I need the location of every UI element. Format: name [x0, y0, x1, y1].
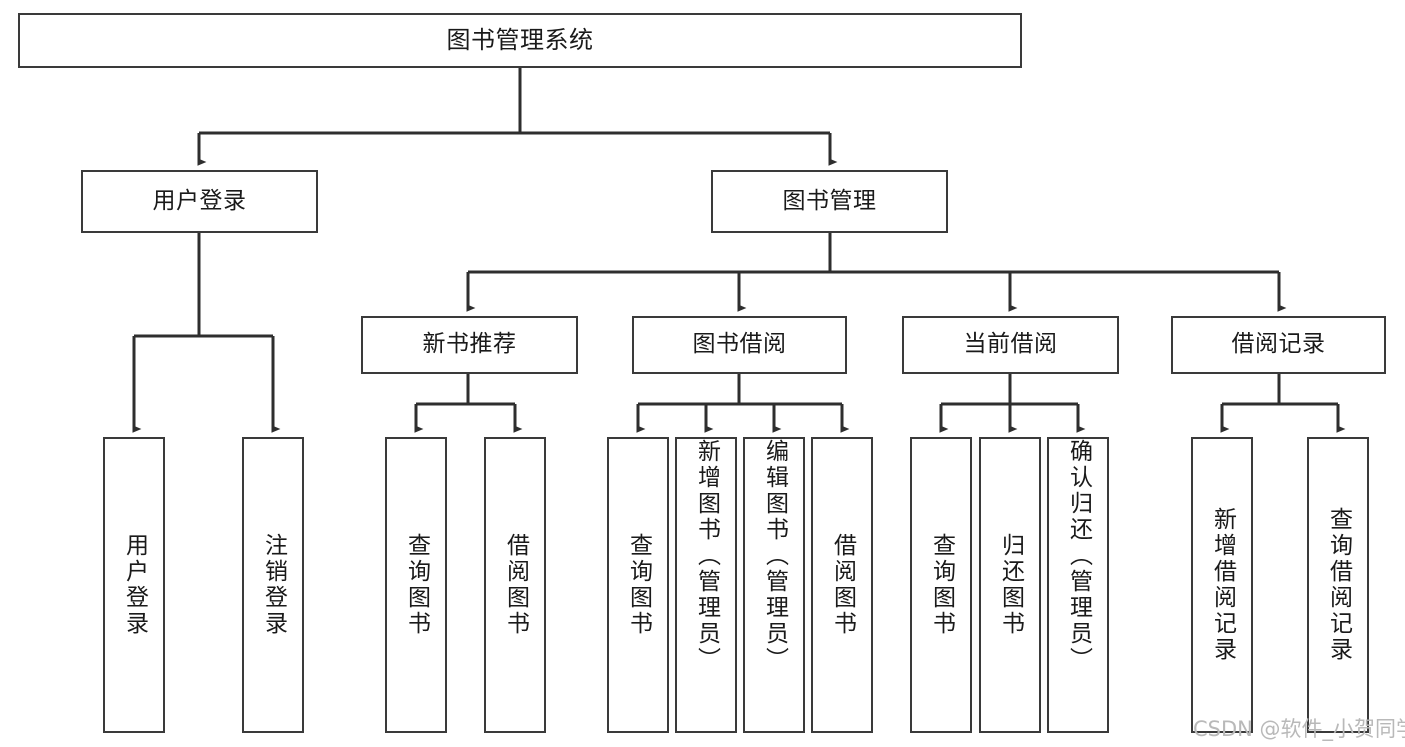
node-user-login[interactable]: 用户登录 — [81, 170, 318, 233]
node-user-login-label: 用户登录 — [152, 187, 247, 214]
node-leaf-borrow-book-2[interactable]: 借阅图书 — [811, 437, 873, 733]
node-new-book-recommend-label: 新书推荐 — [422, 331, 517, 358]
node-leaf-query-record[interactable]: 查询借阅记录 — [1307, 437, 1369, 733]
node-leaf-borrow-book-1-label: 借阅图书 — [502, 533, 529, 637]
node-leaf-add-book-label: 新增图书（管理员） — [693, 439, 720, 673]
node-leaf-add-book[interactable]: 新增图书（管理员） — [675, 437, 737, 733]
node-leaf-edit-book[interactable]: 编辑图书（管理员） — [743, 437, 805, 733]
node-book-borrow[interactable]: 图书借阅 — [632, 316, 847, 374]
node-new-book-recommend[interactable]: 新书推荐 — [361, 316, 578, 374]
node-leaf-borrow-book-1[interactable]: 借阅图书 — [484, 437, 546, 733]
node-book-manage[interactable]: 图书管理 — [711, 170, 948, 233]
node-leaf-query-book-1-label: 查询图书 — [403, 533, 430, 637]
node-leaf-borrow-book-2-label: 借阅图书 — [829, 533, 856, 637]
node-book-manage-label: 图书管理 — [782, 187, 877, 214]
node-book-borrow-label: 图书借阅 — [692, 331, 787, 358]
node-leaf-confirm-return-label: 确认归还（管理员） — [1065, 439, 1092, 673]
node-leaf-return-book-label: 归还图书 — [997, 533, 1024, 637]
node-root[interactable]: 图书管理系统 — [18, 13, 1022, 68]
node-borrow-record[interactable]: 借阅记录 — [1171, 316, 1386, 374]
node-leaf-query-book-2[interactable]: 查询图书 — [607, 437, 669, 733]
node-current-borrow-label: 当前借阅 — [963, 331, 1058, 358]
node-leaf-query-record-label: 查询借阅记录 — [1325, 507, 1352, 663]
node-leaf-user-login[interactable]: 用户登录 — [103, 437, 165, 733]
node-root-label: 图书管理系统 — [446, 26, 594, 55]
node-borrow-record-label: 借阅记录 — [1231, 331, 1326, 358]
node-leaf-return-book[interactable]: 归还图书 — [979, 437, 1041, 733]
node-leaf-query-book-3-label: 查询图书 — [928, 533, 955, 637]
node-leaf-add-record[interactable]: 新增借阅记录 — [1191, 437, 1253, 733]
node-leaf-user-login-label: 用户登录 — [121, 533, 148, 637]
node-leaf-query-book-1[interactable]: 查询图书 — [385, 437, 447, 733]
node-leaf-user-logout[interactable]: 注销登录 — [242, 437, 304, 733]
node-leaf-edit-book-label: 编辑图书（管理员） — [761, 439, 788, 673]
node-leaf-confirm-return[interactable]: 确认归还（管理员） — [1047, 437, 1109, 733]
node-leaf-user-logout-label: 注销登录 — [260, 533, 287, 637]
node-leaf-query-book-3[interactable]: 查询图书 — [910, 437, 972, 733]
node-current-borrow[interactable]: 当前借阅 — [902, 316, 1119, 374]
node-leaf-add-record-label: 新增借阅记录 — [1209, 507, 1236, 663]
node-leaf-query-book-2-label: 查询图书 — [625, 533, 652, 637]
